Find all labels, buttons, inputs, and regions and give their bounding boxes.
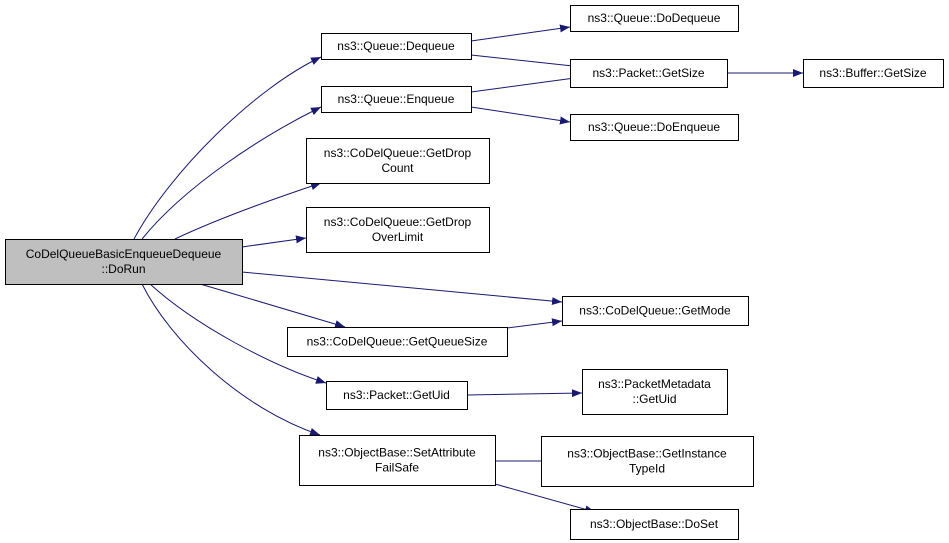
node-label: ns3::Buffer::GetSize bbox=[819, 66, 926, 80]
node-label: ns3::Queue::DoDequeue bbox=[588, 11, 721, 25]
node-label: ns3::Queue::DoEnqueue bbox=[588, 120, 720, 134]
node-label: FailSafe bbox=[375, 461, 419, 475]
node-label: CoDelQueueBasicEnqueueDequeue bbox=[26, 247, 222, 261]
node-box bbox=[582, 369, 728, 415]
node-box bbox=[306, 207, 490, 253]
node-queue-doenqueue[interactable]: ns3::Queue::DoEnqueue bbox=[570, 114, 739, 141]
edge-queue-enqueue-to-queue-doenqueue bbox=[470, 106, 571, 125]
node-label: ::DoRun bbox=[101, 262, 145, 276]
nodes-layer: CoDelQueueBasicEnqueueDequeue::DoRunns3:… bbox=[5, 5, 944, 540]
node-label: ns3::CoDelQueue::GetMode bbox=[579, 304, 731, 318]
node-getqueuesize[interactable]: ns3::CoDelQueue::GetQueueSize bbox=[287, 327, 508, 357]
node-label: ns3::PacketMetadata bbox=[598, 377, 711, 391]
node-box bbox=[299, 435, 496, 486]
node-getmode[interactable]: ns3::CoDelQueue::GetMode bbox=[562, 296, 749, 326]
node-packetmetadata-getuid[interactable]: ns3::PacketMetadata::GetUid bbox=[582, 369, 728, 415]
node-box bbox=[570, 59, 728, 88]
node-label: TypeId bbox=[629, 462, 665, 476]
node-box bbox=[562, 296, 749, 326]
node-label: ns3::Packet::GetUid bbox=[343, 388, 450, 402]
node-label: ns3::Queue::Dequeue bbox=[337, 39, 455, 53]
node-packet-getsize[interactable]: ns3::Packet::GetSize bbox=[570, 59, 728, 88]
node-label: ns3::CoDelQueue::GetQueueSize bbox=[307, 335, 488, 349]
node-box bbox=[326, 381, 468, 410]
node-box bbox=[541, 436, 754, 487]
node-box bbox=[570, 114, 739, 141]
node-box bbox=[803, 59, 944, 88]
edge-root-to-getmode bbox=[241, 271, 563, 306]
edges-layer bbox=[133, 24, 803, 514]
node-box bbox=[306, 138, 490, 184]
node-label: ns3::CoDelQueue::GetDrop bbox=[324, 146, 472, 160]
node-box bbox=[570, 5, 739, 32]
edge-queue-enqueue-to-packet-getsize bbox=[470, 74, 583, 93]
node-label: ns3::ObjectBase::GetInstance bbox=[567, 447, 727, 461]
node-label: OverLimit bbox=[372, 230, 424, 244]
edge-packet-getuid-to-packetmetadata-getuid bbox=[466, 389, 583, 398]
node-label: ns3::ObjectBase::SetAttribute bbox=[318, 446, 476, 460]
edge-getqueuesize-to-getmode bbox=[506, 318, 563, 329]
node-box bbox=[5, 239, 243, 285]
node-box bbox=[570, 509, 739, 540]
node-queue-dequeue[interactable]: ns3::Queue::Dequeue bbox=[321, 33, 472, 60]
node-label: ns3::Queue::Enqueue bbox=[338, 92, 455, 106]
node-packet-getuid[interactable]: ns3::Packet::GetUid bbox=[326, 381, 468, 410]
edge-queue-dequeue-to-queue-dodequeue bbox=[470, 24, 571, 42]
node-objectbase-doset[interactable]: ns3::ObjectBase::DoSet bbox=[570, 509, 739, 540]
edge-queue-dequeue-to-packet-getsize bbox=[470, 54, 583, 70]
node-root[interactable]: CoDelQueueBasicEnqueueDequeue::DoRun bbox=[5, 239, 243, 285]
edge-root-to-packet-getuid bbox=[149, 283, 327, 384]
edge-root-to-getdropcount bbox=[174, 182, 322, 240]
node-buffer-getsize[interactable]: ns3::Buffer::GetSize bbox=[803, 59, 944, 88]
edge-root-to-queue-dequeue bbox=[133, 56, 322, 240]
node-queue-dodequeue[interactable]: ns3::Queue::DoDequeue bbox=[570, 5, 739, 32]
node-box bbox=[321, 33, 472, 60]
node-box bbox=[287, 327, 508, 357]
node-box bbox=[321, 86, 472, 113]
node-label: ns3::ObjectBase::DoSet bbox=[590, 517, 719, 531]
edge-root-to-getqueuesize bbox=[199, 283, 346, 328]
node-label: ns3::CoDelQueue::GetDrop bbox=[324, 215, 472, 229]
node-queue-enqueue[interactable]: ns3::Queue::Enqueue bbox=[321, 86, 472, 113]
node-label: Count bbox=[381, 161, 414, 175]
node-label: ns3::Packet::GetSize bbox=[592, 66, 704, 80]
node-label: ::GetUid bbox=[632, 392, 676, 406]
edge-root-to-queue-enqueue bbox=[141, 106, 322, 240]
edge-root-to-getdropoverlimit bbox=[241, 235, 307, 248]
edge-root-to-setattributefailsafe bbox=[141, 283, 321, 436]
edge-setattributefailsafe-to-objectbase-doset bbox=[494, 483, 596, 514]
